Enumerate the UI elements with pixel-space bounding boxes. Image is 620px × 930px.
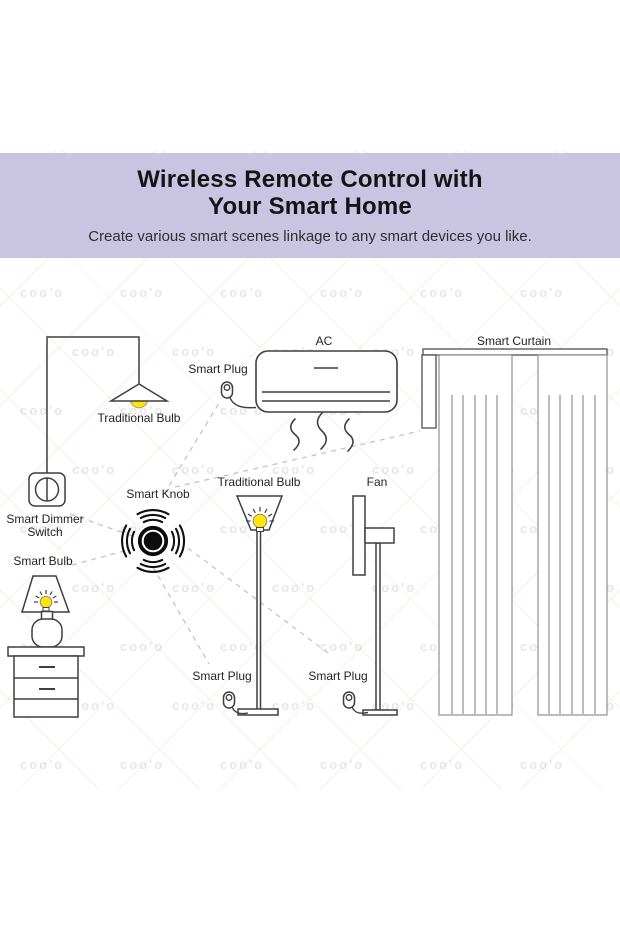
curtain-folds-left — [451, 395, 498, 714]
plug-hole — [345, 694, 353, 701]
curtain-motor — [421, 354, 437, 429]
pendant-bulb-glow — [130, 400, 148, 409]
floor-bulb-rays — [246, 507, 274, 522]
knob-signal-waves — [121, 509, 186, 573]
floor-bulb-glow — [252, 513, 268, 529]
nightstand-body — [13, 655, 79, 718]
smart-bulb-label: Smart Bulb — [13, 554, 73, 568]
floor-bulb-base — [256, 527, 264, 532]
smart-bulb-lamp — [20, 575, 71, 648]
nightstand — [7, 646, 85, 718]
table-lamp-body — [31, 618, 63, 648]
knob-center — [143, 531, 163, 551]
smart-plug-lamp-label: Smart Plug — [192, 669, 252, 683]
plug-hole — [223, 384, 231, 391]
smart-dimmer-switch — [28, 472, 66, 507]
fan-motor — [364, 527, 395, 544]
ac-airflow-waves — [289, 412, 354, 452]
smart-knob — [121, 509, 186, 573]
smart-plug-fan-label: Smart Plug — [308, 669, 368, 683]
smart-dimmer-label-line2: Switch — [27, 525, 63, 539]
pendant-lamp-shade — [108, 383, 170, 402]
smart-bulb-base — [42, 607, 50, 612]
pendant-lamp-cord — [46, 336, 140, 473]
connection-line-knob-to-dimmer — [69, 513, 133, 537]
page-title: Wireless Remote Control with Your Smart … — [137, 166, 482, 220]
plug-hole — [225, 694, 233, 701]
plug-cord — [231, 706, 249, 715]
smart-plug-lamp-icon — [222, 691, 249, 715]
fan-base — [362, 709, 398, 716]
page-title-line1: Wireless Remote Control with — [137, 166, 483, 193]
ac-body — [255, 350, 398, 413]
header-band: Wireless Remote Control with Your Smart … — [0, 153, 620, 258]
fan-label: Fan — [366, 475, 388, 489]
pendant-bulb-label: Traditional Bulb — [97, 411, 181, 425]
curtain-rod — [422, 348, 608, 356]
fan-pole — [375, 542, 381, 711]
plug-cord — [351, 706, 369, 714]
smart-bulb-rays — [34, 590, 58, 603]
ac-label: AC — [315, 334, 333, 348]
smart-dimmer-label-line1: Smart Dimmer — [6, 512, 84, 526]
smart-bulb-glow — [39, 595, 53, 609]
smart-plug-ac-label: Smart Plug — [188, 362, 248, 376]
connection-line-knob-to-curtain — [174, 430, 421, 488]
smart-plug-fan-icon — [342, 691, 369, 714]
smart-knob-label: Smart Knob — [126, 487, 190, 501]
ac-unit — [255, 350, 398, 413]
floor-lamp-pole — [256, 529, 262, 712]
floor-lamp-base — [237, 708, 279, 716]
smart-plug-ac-icon — [220, 381, 257, 409]
smart-curtain — [421, 348, 608, 716]
fan — [352, 495, 398, 716]
pendant-lamp — [46, 336, 170, 473]
page-subtitle: Create various smart scenes linkage to a… — [88, 228, 532, 245]
connection-line-knob-to-lamp-plug — [152, 566, 210, 665]
floor-bulb-label: Traditional Bulb — [217, 475, 301, 489]
plug-cord — [229, 397, 257, 409]
floor-lamp — [235, 495, 284, 716]
curtain-folds-right — [548, 395, 596, 714]
connection-line-knob-to-ac-plug — [163, 402, 220, 495]
smart-curtain-label: Smart Curtain — [476, 334, 552, 348]
smart-dimmer-label: Smart Dimmer Switch — [6, 513, 83, 539]
nightstand-top — [7, 646, 85, 657]
connection-line-knob-to-smart-bulb — [71, 549, 129, 566]
page-title-line2: Your Smart Home — [208, 193, 412, 220]
fan-blade-column — [352, 495, 366, 576]
